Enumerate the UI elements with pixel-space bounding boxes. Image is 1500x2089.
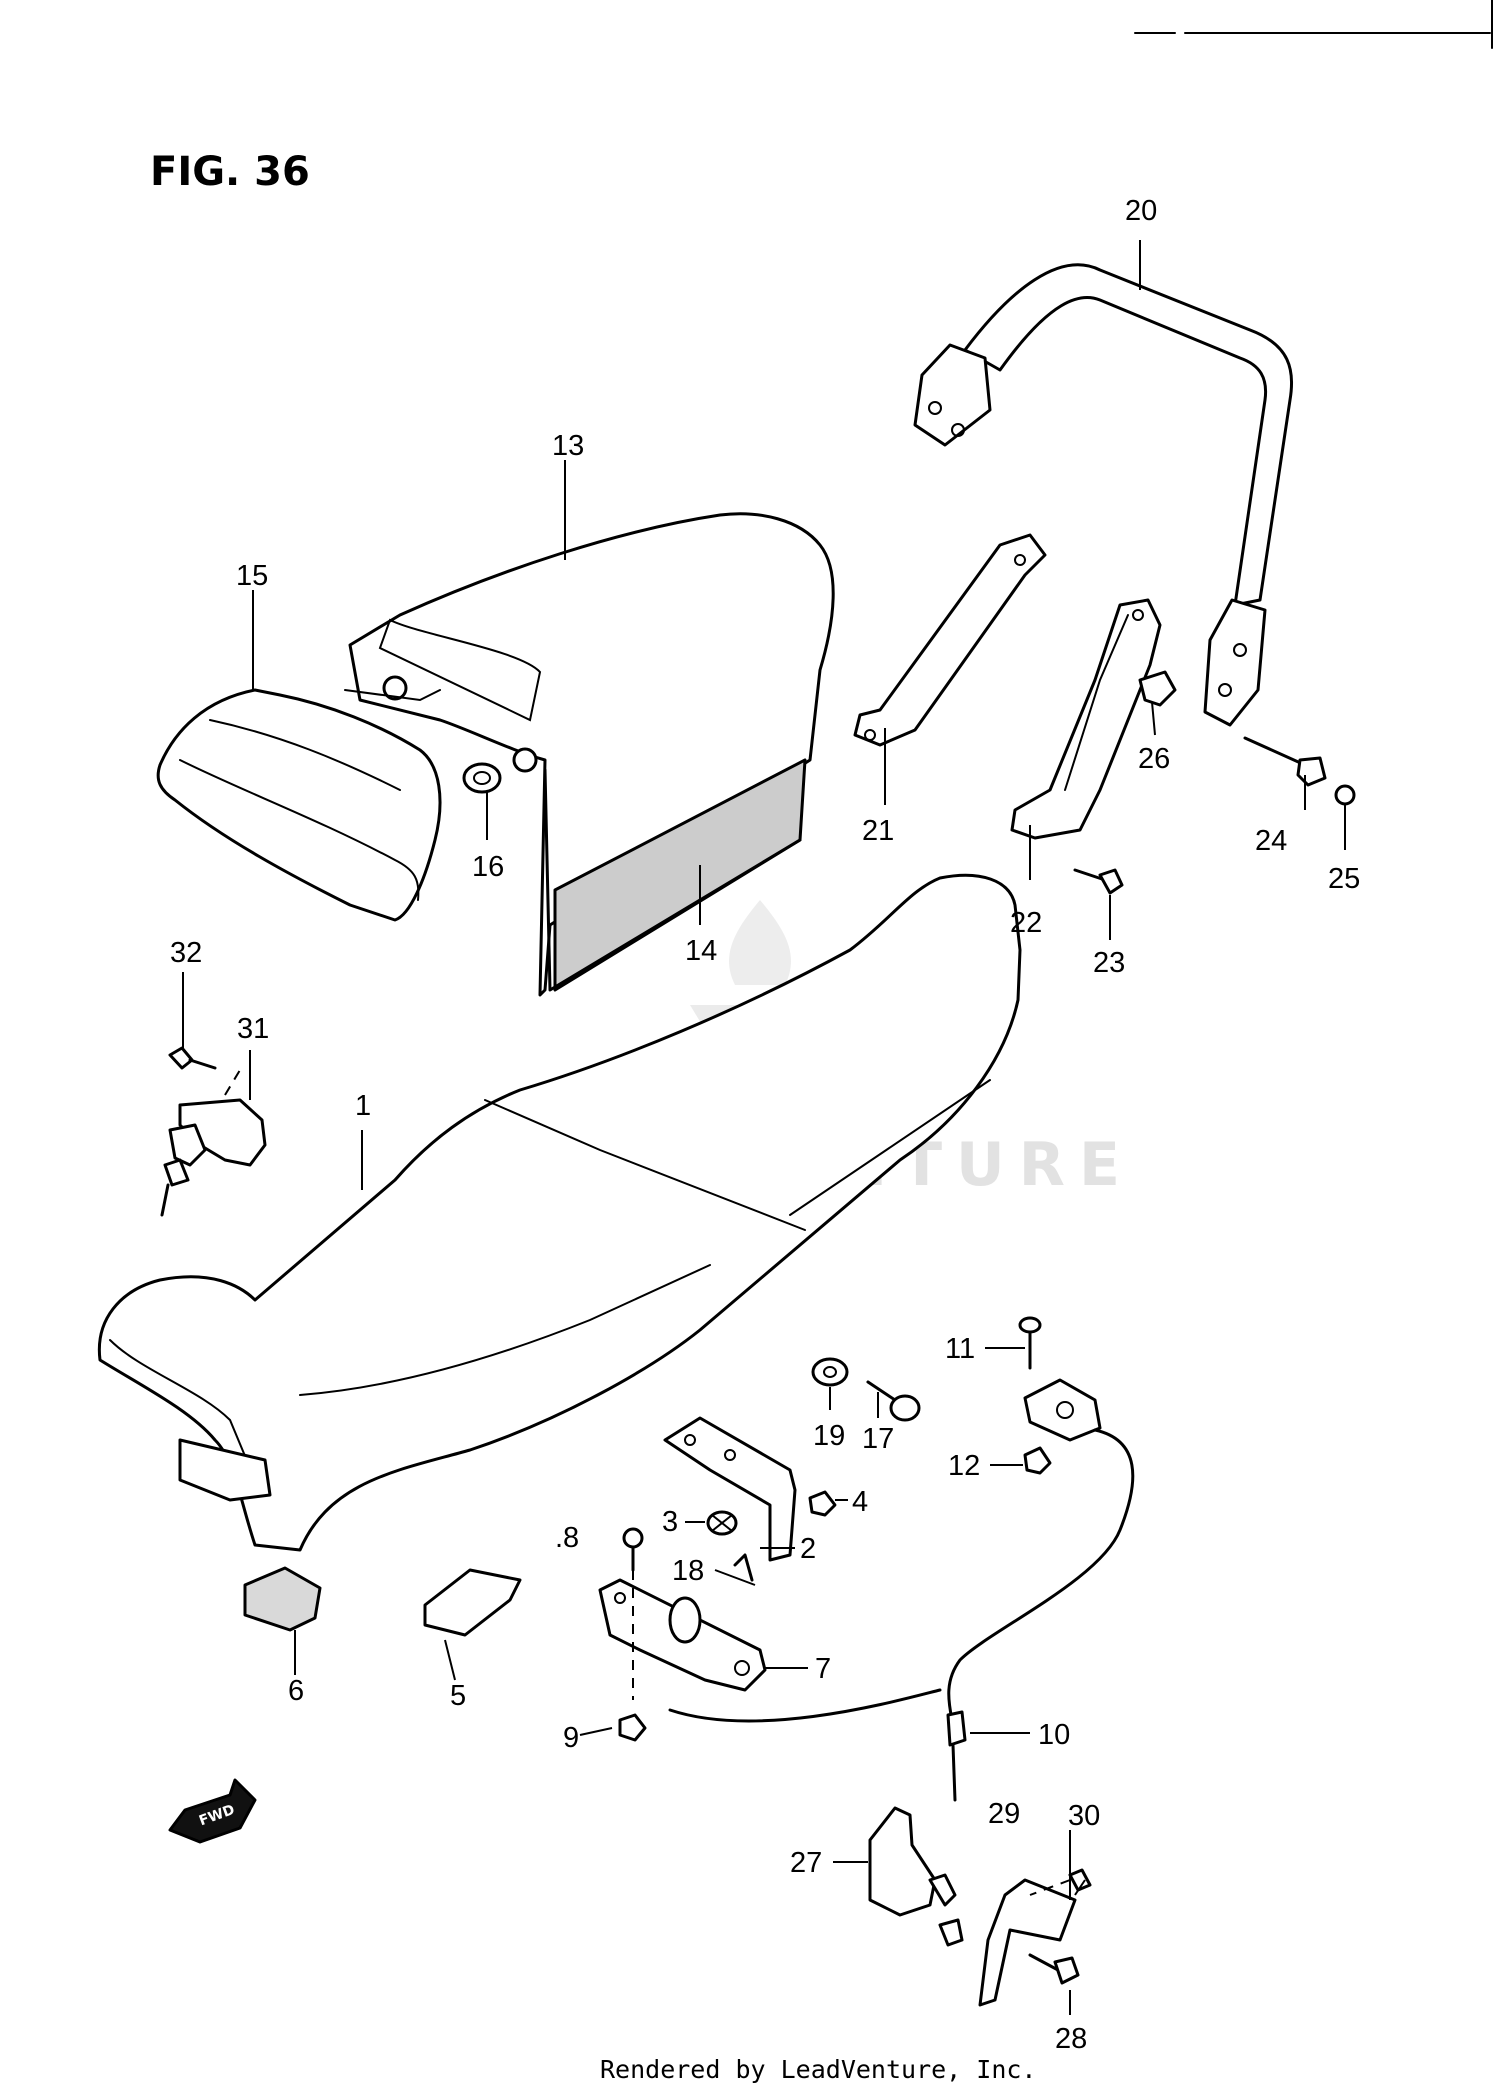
callout-27: 27: [790, 1847, 822, 1879]
part-3-nut: [706, 1510, 738, 1536]
callout-13: 13: [552, 430, 584, 462]
watermark-flame-icon: [729, 900, 791, 985]
part-8-screw: [622, 1527, 644, 1700]
callout-10: 10: [1038, 1719, 1070, 1751]
part-7-seat-latch: [598, 1578, 767, 1692]
part-25-nut: [1334, 784, 1356, 806]
callout-2: 2: [800, 1533, 816, 1565]
fwd-arrow: FWD: [168, 1778, 257, 1844]
part-24-bolt: [1243, 736, 1327, 787]
footer-credit: Rendered by LeadVenture, Inc.: [600, 2055, 1037, 2084]
part-32-bolt: [168, 1046, 217, 1070]
part-18-clip: [733, 1553, 754, 1582]
callout-28: 28: [1055, 2023, 1087, 2055]
callout-29: 29: [988, 1798, 1020, 1830]
callout-5: 5: [450, 1680, 466, 1712]
callout-19: 19: [813, 1420, 845, 1452]
part-29-bracket: [978, 1878, 1077, 2007]
callout-21: 21: [862, 815, 894, 847]
part-5-plate: [423, 1568, 522, 1637]
callout-17: 17: [862, 1423, 894, 1455]
part-28-bolt: [1028, 1953, 1080, 1985]
part-16-grommet: [462, 762, 502, 794]
callout-30: 30: [1068, 1800, 1100, 1832]
callout-12: 12: [948, 1450, 980, 1482]
callout-24: 24: [1255, 825, 1287, 857]
callout-16: 16: [472, 851, 504, 883]
callout-4: 4: [852, 1486, 868, 1518]
part-12-nut: [1023, 1446, 1052, 1475]
part-2-bracket: [663, 1416, 797, 1562]
part-15-seat-pad: [156, 688, 442, 922]
callout-26: 26: [1138, 743, 1170, 775]
part-9-nut: [618, 1713, 647, 1742]
part-30-screw: [1029, 1868, 1092, 1896]
callout-18: 18: [672, 1555, 704, 1587]
part-4-nut: [808, 1490, 837, 1517]
part-17-bolt: [866, 1380, 921, 1422]
part-11-screw: [1018, 1316, 1042, 1370]
part-13-seat-cowl: [344, 512, 835, 997]
part-10-cable: [668, 1378, 1135, 1802]
part-1-seat: [97, 873, 1022, 1552]
callout-14: 14: [685, 935, 717, 967]
part-20-grab-rail: [913, 263, 1294, 727]
part-22-bracket: [1010, 598, 1162, 840]
part-31-seat-lock: [160, 1069, 267, 1217]
callout-11: 11: [945, 1333, 975, 1365]
part-23-bolt: [1073, 868, 1124, 895]
callout-31: 31: [237, 1013, 269, 1045]
callout-32: 32: [170, 937, 202, 969]
callout-22: 22: [1010, 907, 1042, 939]
callout-15: 15: [236, 560, 268, 592]
callout-25: 25: [1328, 863, 1360, 895]
callout-9: 9: [563, 1722, 579, 1754]
part-14-panel: [543, 768, 802, 992]
callout-20: 20: [1125, 195, 1157, 227]
part-6-block: [243, 1566, 322, 1632]
callout-1: 1: [355, 1090, 371, 1122]
callout-23: 23: [1093, 947, 1125, 979]
part-27-lock: [868, 1806, 964, 1947]
figure-title: FIG. 36: [150, 149, 310, 195]
callout-8: .8: [555, 1522, 579, 1554]
callout-6: 6: [288, 1675, 304, 1707]
leader-lines: [182, 240, 1346, 2015]
callout-3: 3: [662, 1506, 678, 1538]
part-26-collar: [1138, 670, 1177, 707]
part-21-bracket: [853, 533, 1047, 747]
callout-7: 7: [815, 1653, 831, 1685]
part-19-washer: [811, 1357, 849, 1387]
